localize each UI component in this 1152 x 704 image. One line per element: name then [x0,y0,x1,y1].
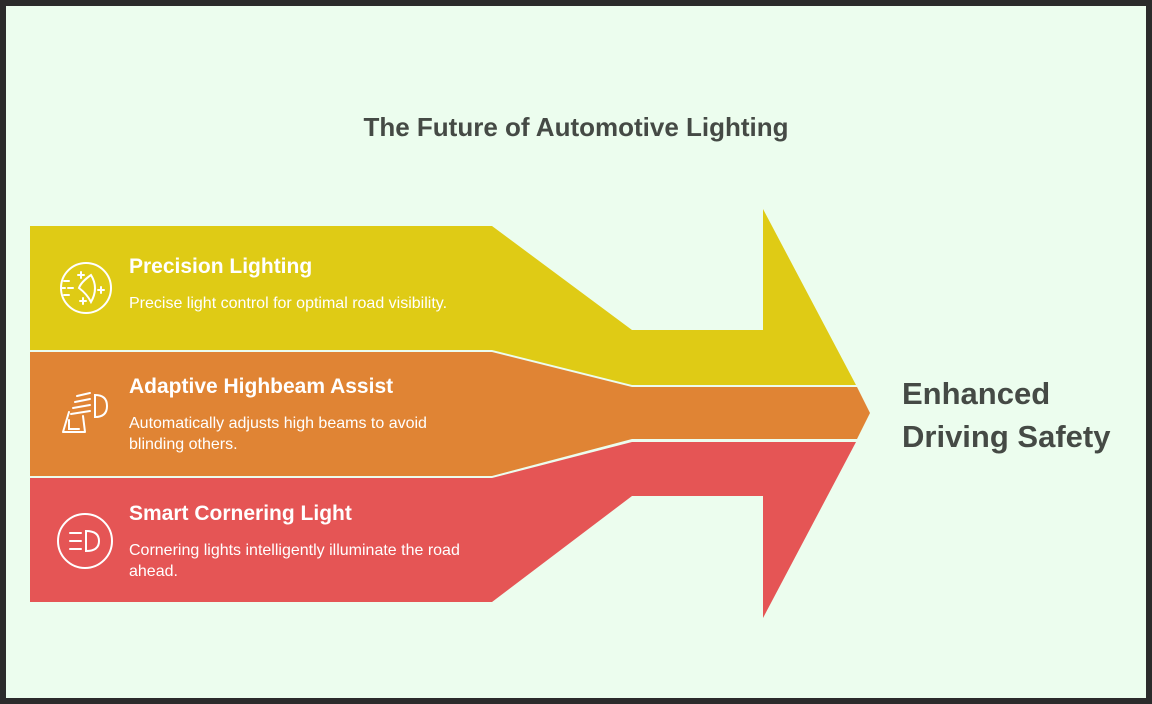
item-heading: Smart Cornering Light [129,502,352,525]
highbeam-road-icon [62,392,109,433]
item-adaptive-highbeam-assist: Adaptive Highbeam Assist Automatically a… [129,375,469,455]
item-heading: Precision Lighting [129,255,313,278]
result-line2: Driving Safety [902,419,1111,454]
diagram-title: The Future of Automotive Lighting [363,112,789,142]
result-label: Enhanced Driving Safety [902,372,1110,458]
orange-arrow-band [30,352,870,476]
item-description: Cornering lights intelligently illuminat… [129,542,460,580]
red-arrow-band [30,442,856,618]
item-heading: Adaptive Highbeam Assist [129,375,394,398]
item-precision-lighting: Precision Lighting Precise light control… [129,255,469,314]
yellow-arrow-band [30,209,856,385]
item-smart-cornering-light: Smart Cornering Light Cornering lights i… [129,502,469,582]
headlight-sparkle-icon [60,262,112,314]
item-description: Precise light control for optimal road v… [129,295,448,312]
item-description: Automatically adjusts high beams to avoi… [129,415,427,453]
headlight-circle-icon [57,513,113,569]
result-line1: Enhanced [902,376,1051,411]
